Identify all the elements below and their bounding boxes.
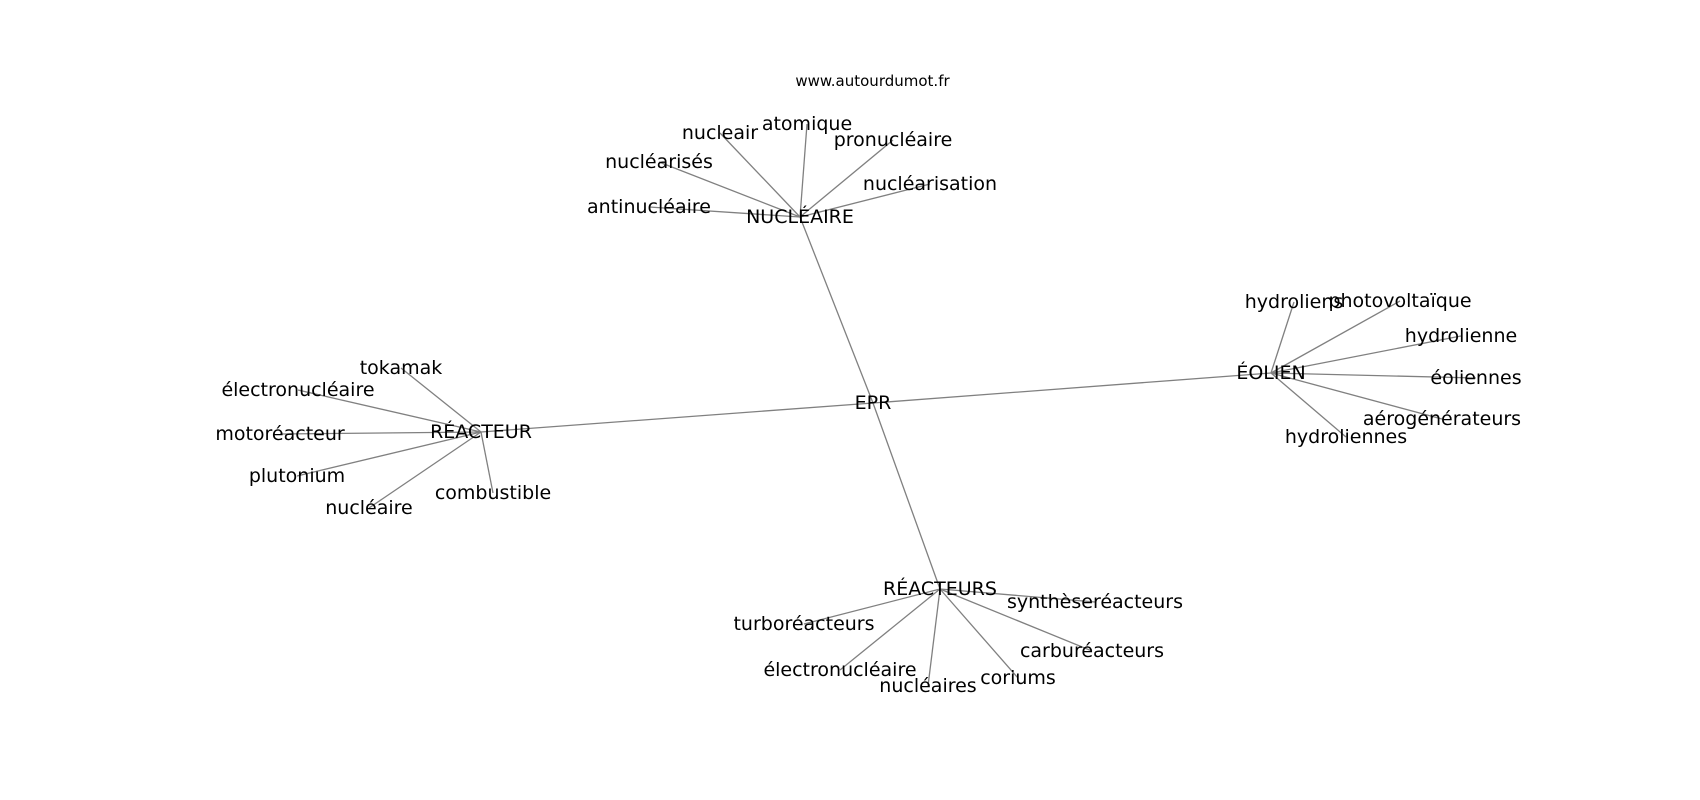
word-node-label: hydroliens [1245,291,1344,313]
edge-reacteur_hub-word-1 [297,389,482,433]
word-node-label: nucléarisation [863,173,997,195]
edge-eolien_hub-word-2 [1270,335,1462,374]
edge-reacteur_hub-word-4 [368,431,482,509]
hub-node-label: NUCLÉAIRE [746,205,854,228]
edge-reacteurs_hub-word-2 [939,588,1093,652]
word-node-label: nucléaires [879,675,976,697]
edge-reacteur_hub-word-0 [400,367,482,433]
edge-nucleaire_hub-word-4 [799,183,931,218]
word-node-label: plutonium [249,465,345,487]
word-node-label: antinucléaire [587,196,711,218]
word-node-label: synthèseréacteurs [1007,591,1183,613]
word-node-label: aérogénérateurs [1363,408,1521,430]
edge-nucleaire_hub-word-0 [719,132,801,218]
edge-nucleaire_hub-word-3 [658,161,801,218]
hub-node-label: RÉACTEUR [430,420,532,443]
site-watermark: www.autourdumot.fr [795,72,950,90]
edge-eolien_hub-word-0 [1270,301,1295,374]
edge-reacteur_hub-word-2 [279,431,482,435]
edge-eolien_hub-word-5 [1270,372,1347,438]
word-node-label: tokamak [360,357,443,379]
word-node-label: pronucléaire [834,129,953,151]
hub-node-label: ÉOLIEN [1236,361,1305,384]
word-node-label: atomique [762,113,852,135]
edge-center-eolien_hub [872,372,1272,404]
edge-reacteurs_hub-word-4 [927,588,941,687]
word-node-label: turboréacteurs [733,613,874,635]
edge-nucleaire_hub-word-5 [648,206,801,218]
edge-eolien_hub-word-4 [1270,372,1443,420]
edge-center-reacteur_hub [480,402,874,433]
word-node-label: électronucléaire [763,659,916,681]
word-node-label: coriums [980,667,1056,689]
word-node-label: nucléaire [325,497,413,519]
edge-reacteurs_hub-word-3 [839,588,941,671]
hub-node-label: RÉACTEURS [883,577,997,600]
word-node-label: photovoltaïque [1328,290,1471,312]
edge-center-nucleaire_hub [799,216,874,404]
edge-eolien_hub-word-1 [1270,300,1401,374]
edge-reacteurs_hub-word-0 [939,588,1096,603]
center-node-label: EPR [855,392,892,414]
word-node-label: combustible [435,482,551,504]
word-node-label: hydroliennes [1285,426,1407,448]
word-node-label: hydrolienne [1405,325,1517,347]
edge-reacteur_hub-word-3 [296,431,482,477]
graph-edges [279,123,1477,687]
edge-eolien_hub-word-3 [1270,372,1477,379]
word-node-label: nucleair [682,122,758,144]
word-node-label: nucléarisés [605,151,713,173]
edge-center-reacteurs_hub [872,402,941,590]
word-node-label: carburéacteurs [1020,640,1164,662]
word-node-label: motoréacteur [215,423,345,445]
word-node-label: électronucléaire [221,379,374,401]
edge-nucleaire_hub-word-2 [799,139,894,218]
edge-nucleaire_hub-word-1 [799,123,808,218]
edge-reacteur_hub-word-5 [480,431,494,494]
edge-reacteurs_hub-word-5 [939,588,1019,679]
word-node-label: éoliennes [1430,367,1521,389]
edge-reacteurs_hub-word-1 [803,588,941,625]
